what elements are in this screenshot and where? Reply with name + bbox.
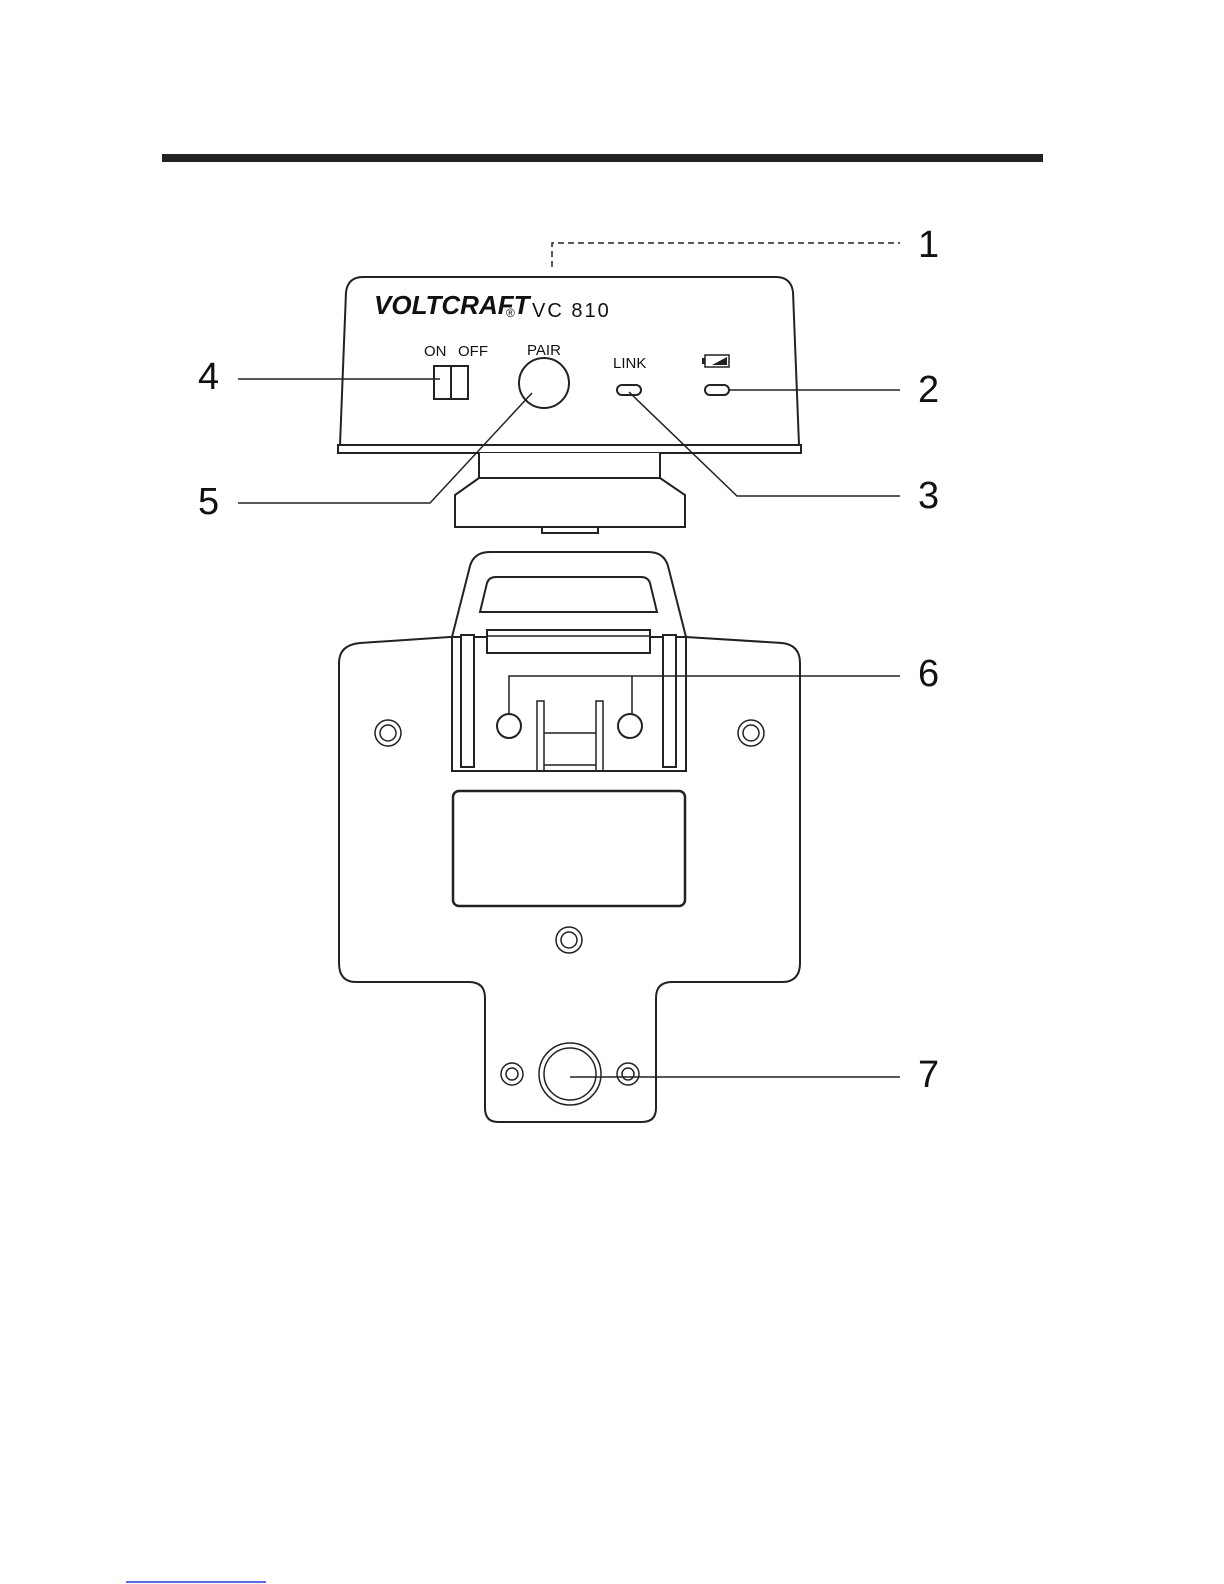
callout-7: 7 <box>918 1054 939 1096</box>
link-label: LINK <box>613 355 646 372</box>
contact-left <box>497 714 521 738</box>
clip-rail-right <box>663 635 676 767</box>
transmitter-mount-tab <box>542 527 598 533</box>
switch-on-label: ON <box>424 343 447 360</box>
switch-off-label: OFF <box>458 343 488 360</box>
registered-mark: ® <box>506 306 515 320</box>
clip-latch-bar <box>487 630 650 653</box>
model-label: VC 810 <box>532 300 611 322</box>
contact-right <box>618 714 642 738</box>
transmitter-mount-foot <box>455 478 685 527</box>
link-led <box>617 385 641 395</box>
transmitter-base-strip <box>338 445 801 453</box>
mounting-plate <box>339 552 800 1122</box>
pair-button[interactable] <box>519 358 569 408</box>
callout-5: 5 <box>198 481 219 523</box>
transmitter-mount-neck <box>479 453 660 478</box>
callout-3: 3 <box>918 475 939 517</box>
callout-6: 6 <box>918 653 939 695</box>
header-rule <box>162 154 1043 162</box>
clip-handle-window <box>480 577 657 612</box>
battery-led <box>705 385 729 395</box>
callout-2: 2 <box>918 369 939 411</box>
callout-1: 1 <box>918 224 939 266</box>
clip-receiver <box>452 637 686 771</box>
label-recess <box>453 791 685 906</box>
pair-label: PAIR <box>527 342 561 359</box>
transmitter-unit: VOLTCRAFT ® VC 810 ON OFF PAIR LINK <box>338 277 801 533</box>
clip-rail-left <box>461 635 474 767</box>
battery-icon <box>702 355 729 367</box>
leader-1 <box>552 243 900 267</box>
callout-4: 4 <box>198 356 219 398</box>
